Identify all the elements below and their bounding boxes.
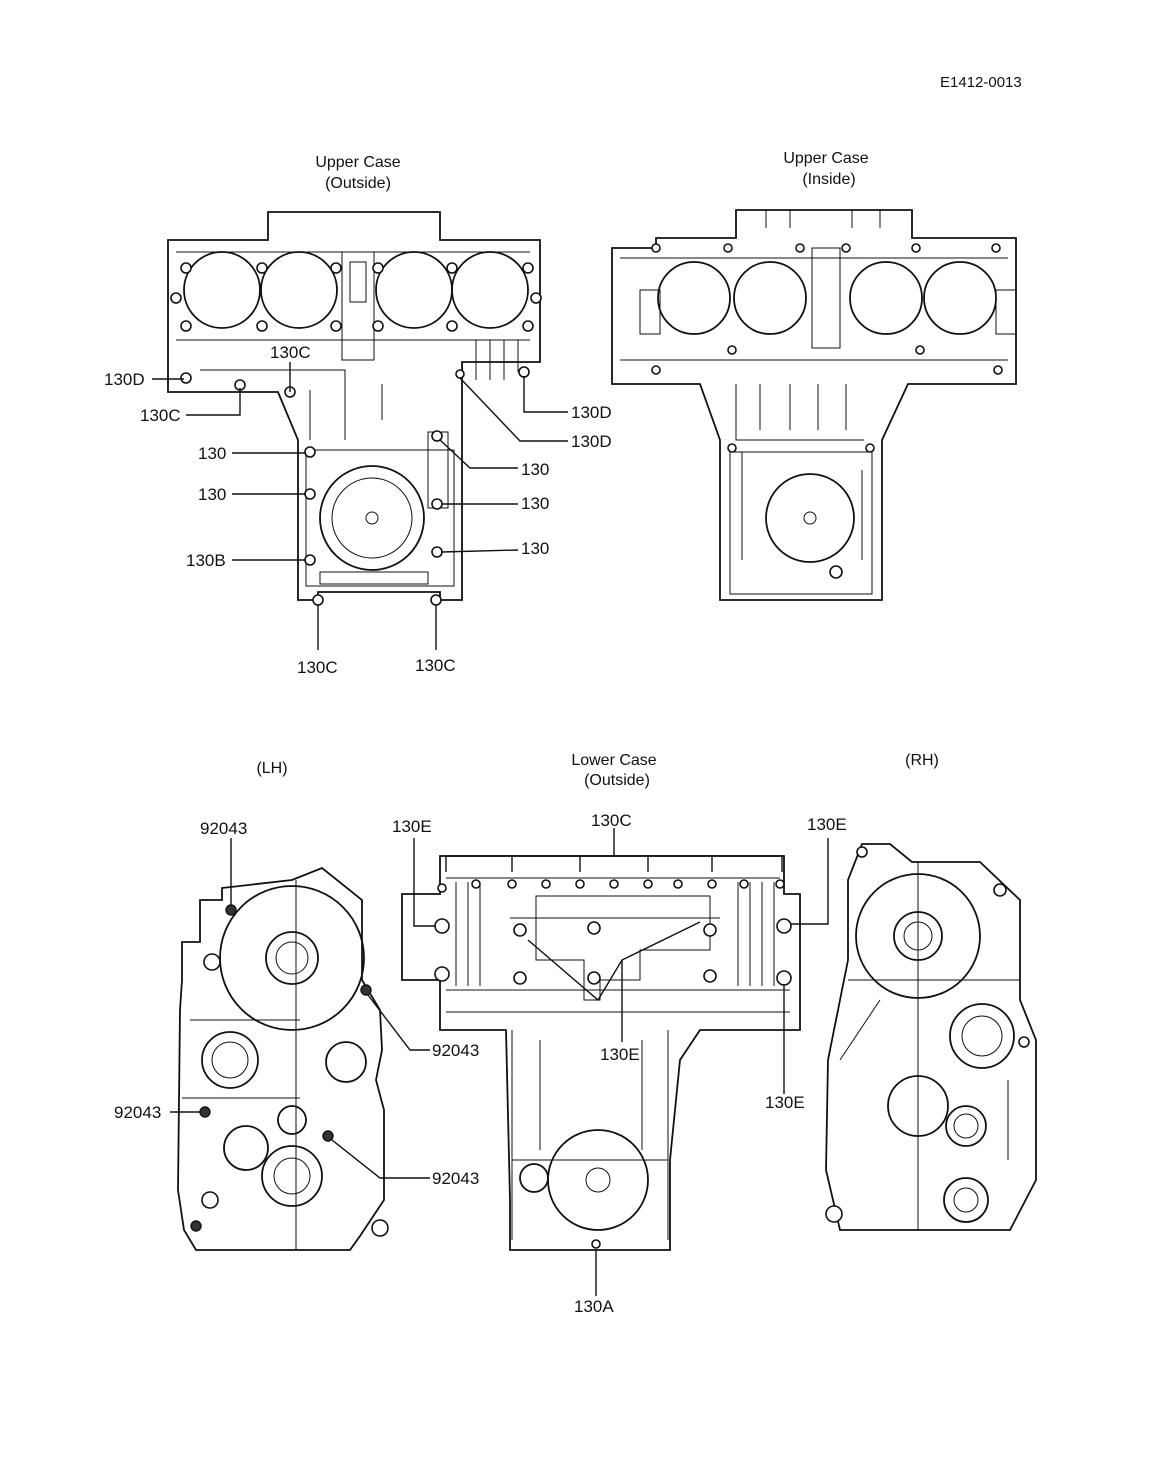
callout-92043-left: 92043: [114, 1103, 161, 1122]
callout-92043-top: 92043: [200, 819, 247, 838]
lh-view: (LH) 92043 92043: [114, 760, 479, 1251]
upper-inside-title-line1: Upper Case: [783, 150, 868, 167]
callout-130-left-1: 130: [198, 444, 226, 463]
callout-130-left-2: 130: [198, 485, 226, 504]
lower-outside-title-line1: Lower Case: [571, 752, 656, 769]
callout-130c-left: 130C: [140, 406, 181, 425]
upper-inside-title-line2: (Inside): [802, 171, 855, 188]
lh-drawing: [177, 866, 389, 1251]
callout-130c-bottom-2: 130C: [415, 656, 456, 675]
lh-title: (LH): [256, 760, 287, 777]
callout-130e-middle: 130E: [600, 1045, 640, 1064]
upper-outside-drawing: [167, 211, 542, 606]
callout-130c-top: 130C: [270, 343, 311, 362]
callout-130d-right-1: 130D: [571, 403, 612, 422]
callout-92043-right-1: 92043: [432, 1041, 479, 1060]
rh-title: (RH): [905, 752, 939, 769]
rh-view: (RH): [825, 752, 1037, 1231]
callout-130-right-3: 130: [521, 539, 549, 558]
lower-outside-title-line2: (Outside): [584, 772, 650, 789]
callout-130d-right-2: 130D: [571, 432, 612, 451]
doc-code: E1412-0013: [940, 74, 1022, 91]
callout-130-right-1: 130: [521, 460, 549, 479]
lower-case-outside-view: Lower Case (Outside): [392, 752, 847, 1316]
callout-130d-left: 130D: [104, 370, 145, 389]
upper-outside-title-line1: Upper Case: [315, 154, 400, 171]
upper-case-inside-view: Upper Case (Inside): [611, 150, 1017, 601]
callout-130e-left: 130E: [392, 817, 432, 836]
callout-130b: 130B: [186, 551, 226, 570]
callout-130e-right-bottom: 130E: [765, 1093, 805, 1112]
callout-130-right-2: 130: [521, 494, 549, 513]
callout-130c-lower-top: 130C: [591, 811, 632, 830]
upper-case-outside-view: Upper Case (Outside): [104, 154, 612, 677]
upper-inside-drawing: [611, 209, 1017, 601]
callout-130a: 130A: [574, 1297, 614, 1316]
callout-130e-right: 130E: [807, 815, 847, 834]
callout-92043-right-2: 92043: [432, 1169, 479, 1188]
upper-outside-title-line2: (Outside): [325, 175, 391, 192]
callout-130c-bottom-1: 130C: [297, 658, 338, 677]
rh-drawing: [825, 843, 1037, 1231]
